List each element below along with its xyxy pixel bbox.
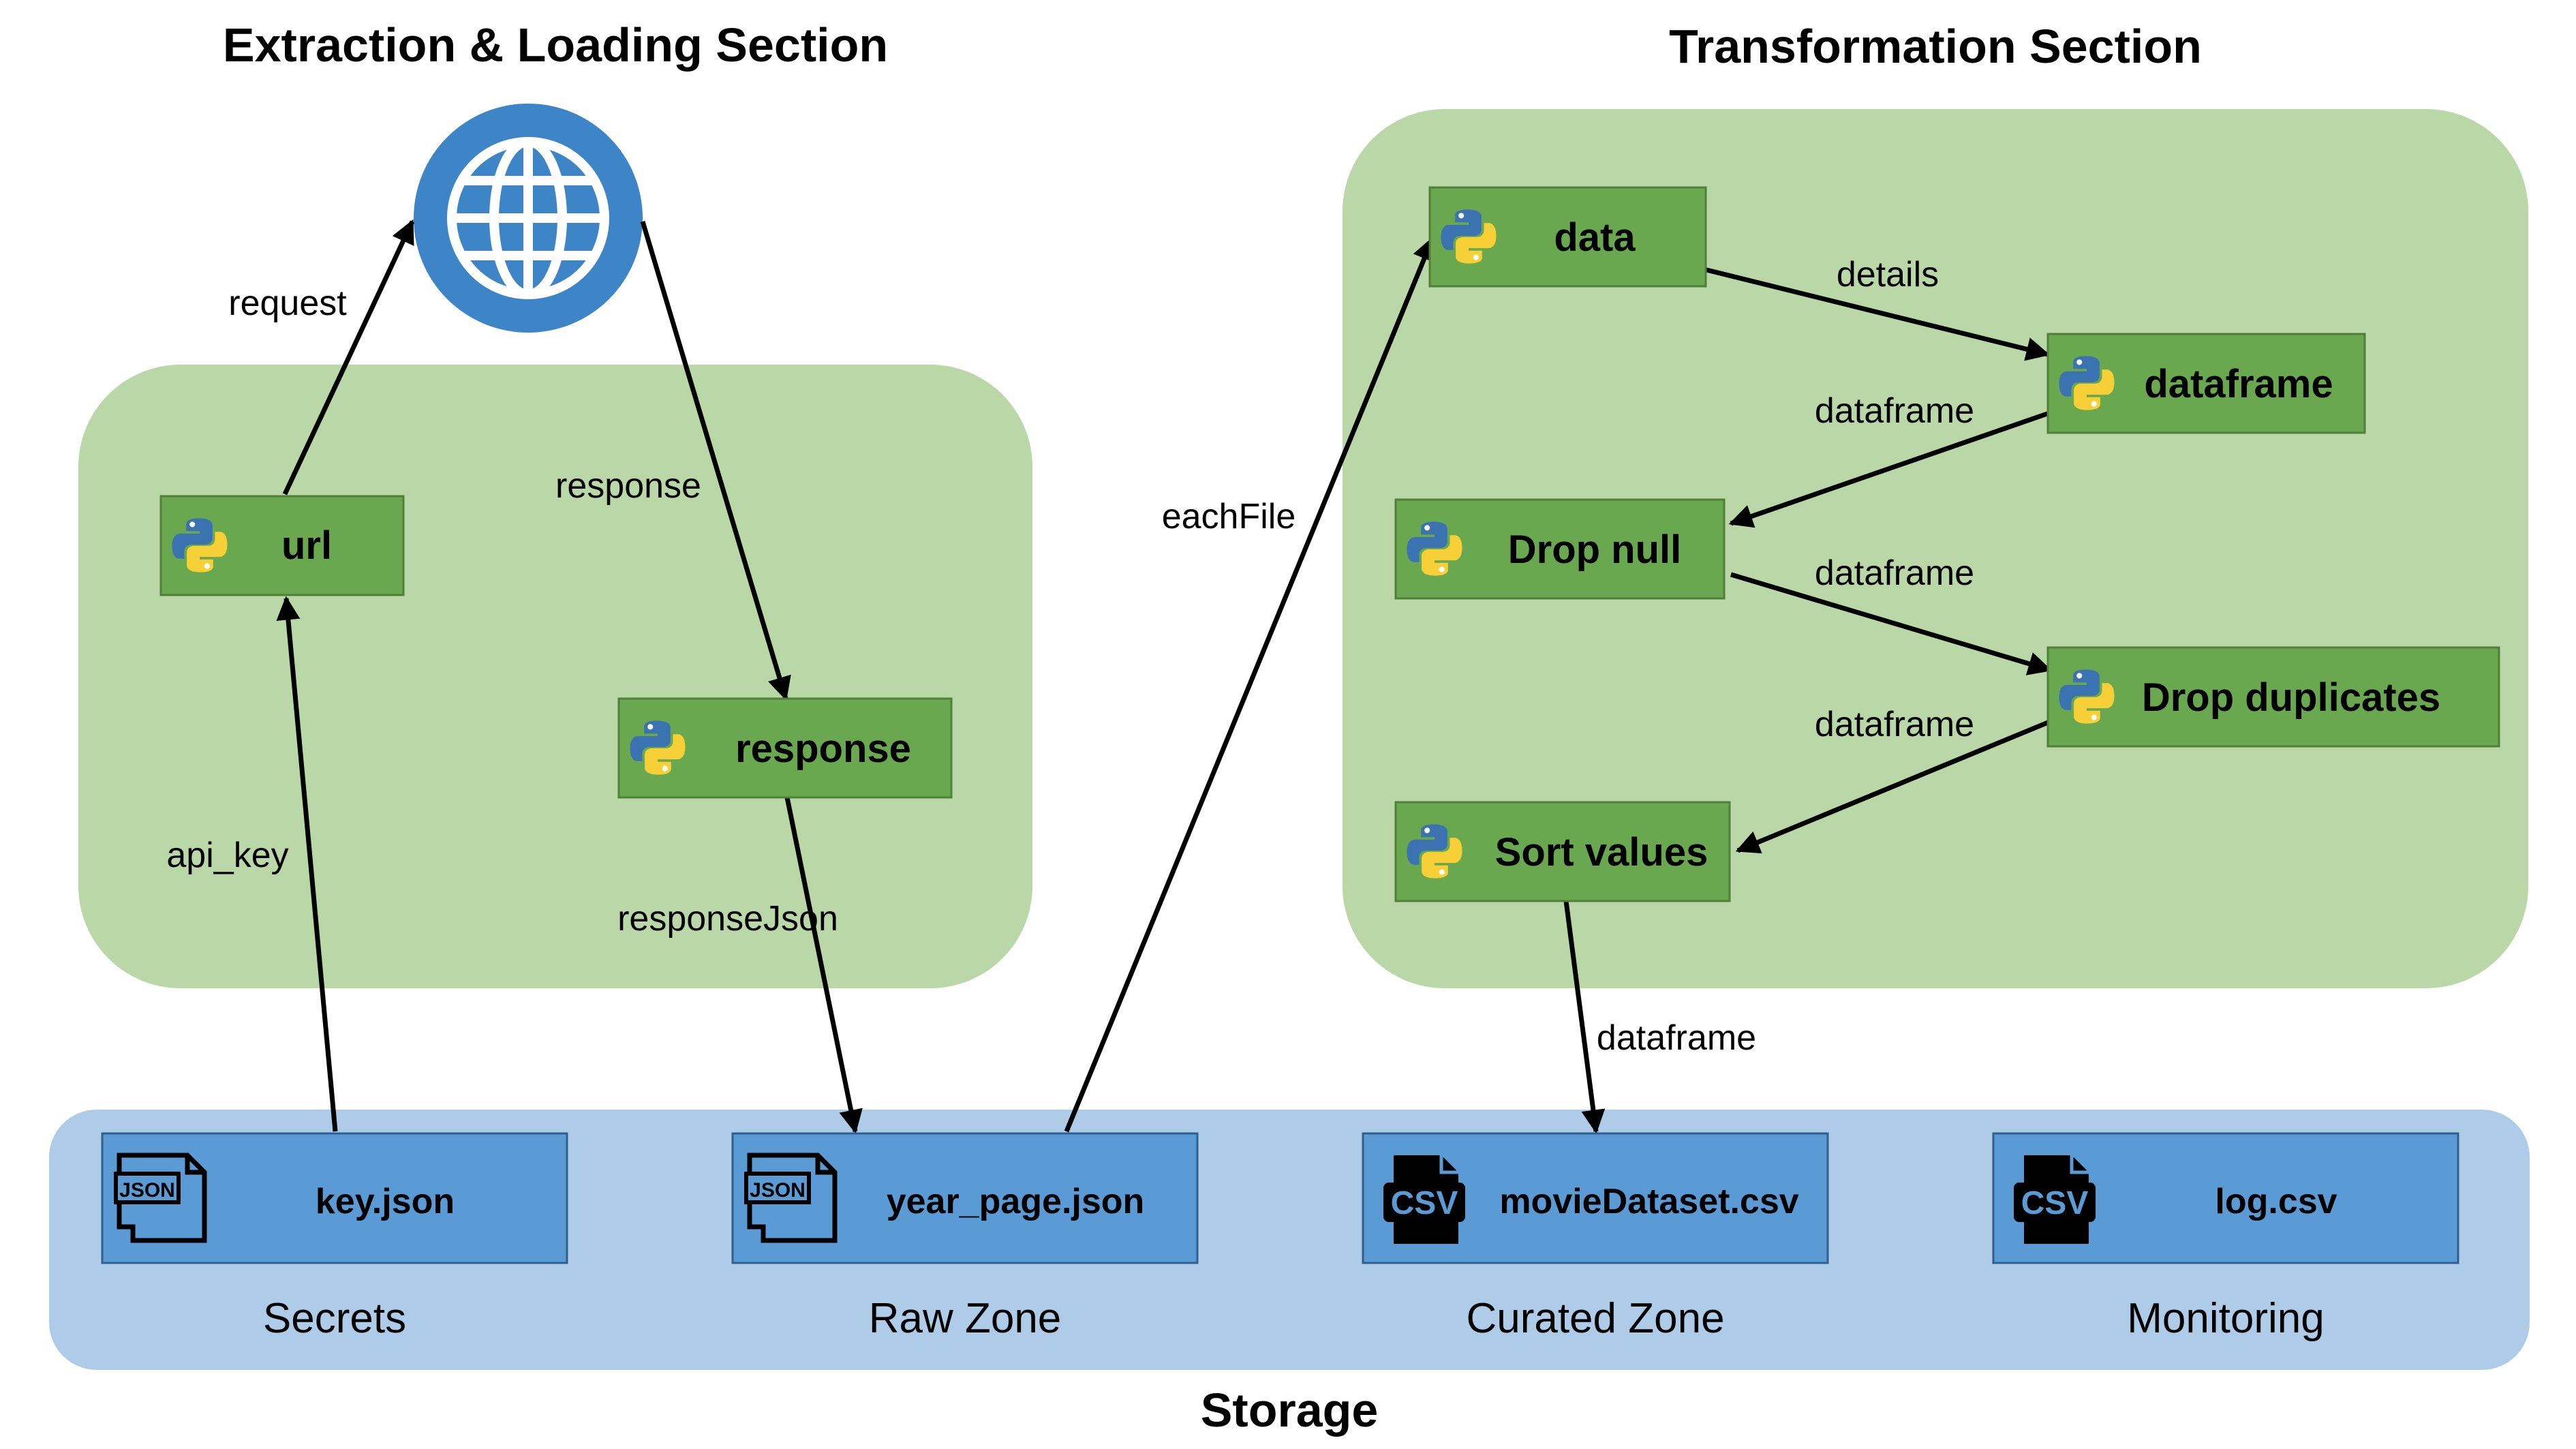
edge-response-json: [784, 797, 863, 1134]
node-response[interactable]: response: [617, 697, 953, 799]
edge-dataframe-2: [1730, 572, 2053, 675]
file-key-json-label: key.json: [316, 1182, 455, 1221]
edge-response: [640, 220, 791, 701]
csv-icon-text: CSV: [2021, 1185, 2089, 1221]
storage-bg: [49, 1110, 2530, 1370]
node-response-label: response: [735, 727, 911, 771]
edge-label-dataframe-4: dataframe: [1597, 1018, 1756, 1058]
transformation-section-title: Transformation Section: [1669, 20, 2202, 73]
file-log-csv[interactable]: CSV log.csv: [1992, 1132, 2459, 1264]
extraction-section-bg: [78, 365, 1032, 988]
node-url-label: url: [281, 523, 332, 568]
node-url[interactable]: url: [159, 495, 405, 596]
edge-label-api-key: api_key: [166, 836, 288, 875]
file-year-page-json[interactable]: JSON year_page.json: [731, 1132, 1199, 1264]
zone-label-secrets: Secrets: [263, 1295, 406, 1342]
edge-details: [1695, 264, 2051, 361]
node-data[interactable]: data: [1428, 186, 1707, 288]
edge-dataframe-4: [1563, 900, 1606, 1134]
edge-label-request: request: [228, 284, 347, 323]
edge-label-dataframe-1: dataframe: [1815, 391, 1974, 431]
globe-icon: [414, 104, 643, 333]
file-year-page-json-label: year_page.json: [887, 1182, 1145, 1221]
node-drop-null[interactable]: Drop null: [1394, 498, 1726, 600]
node-sort-values-label: Sort values: [1495, 830, 1708, 874]
zone-label-curated: Curated Zone: [1466, 1295, 1724, 1342]
file-movie-dataset-csv-label: movieDataset.csv: [1499, 1182, 1798, 1221]
node-drop-null-label: Drop null: [1508, 528, 1682, 572]
zone-label-raw: Raw Zone: [869, 1295, 1062, 1342]
file-movie-dataset-csv[interactable]: CSV movieDataset.csv: [1362, 1132, 1829, 1264]
node-dataframe[interactable]: dataframe: [2046, 333, 2366, 434]
edge-label-response: response: [555, 466, 701, 506]
edge-request: [282, 219, 415, 495]
edge-label-details: details: [1837, 255, 1939, 294]
edge-label-dataframe-3: dataframe: [1815, 705, 1974, 744]
transformation-section-bg: [1343, 109, 2528, 988]
storage-title: Storage: [1201, 1384, 1379, 1437]
node-dataframe-label: dataframe: [2144, 362, 2333, 406]
node-drop-duplicates[interactable]: Drop duplicates: [2046, 646, 2500, 748]
csv-file-icon: CSV: [2014, 1155, 2096, 1244]
json-icon-text: JSON: [750, 1179, 806, 1202]
node-data-label: data: [1554, 215, 1636, 260]
extraction-section-title: Extraction & Loading Section: [223, 18, 888, 72]
node-sort-values[interactable]: Sort values: [1394, 801, 1731, 902]
edge-api-key: [276, 596, 338, 1132]
file-log-csv-label: log.csv: [2215, 1182, 2337, 1221]
csv-file-icon: CSV: [1383, 1155, 1465, 1244]
edge-label-response-json: responseJson: [617, 899, 838, 939]
edge-dataframe-3: [1735, 718, 2053, 854]
edge-label-dataframe-2: dataframe: [1815, 553, 1974, 593]
edge-dataframe-1: [1728, 410, 2053, 528]
csv-icon-text: CSV: [1391, 1185, 1458, 1221]
edge-label-each-file: eachFile: [1162, 497, 1296, 536]
json-file-icon: JSON: [114, 1153, 207, 1243]
edge-each-file: [1064, 236, 1436, 1133]
file-key-json[interactable]: JSON key.json: [101, 1132, 568, 1264]
zone-label-monitoring: Monitoring: [2127, 1295, 2324, 1342]
json-icon-text: JSON: [119, 1179, 175, 1202]
node-drop-duplicates-label: Drop duplicates: [2142, 675, 2440, 720]
json-file-icon: JSON: [744, 1153, 838, 1243]
edges: [276, 219, 2053, 1134]
